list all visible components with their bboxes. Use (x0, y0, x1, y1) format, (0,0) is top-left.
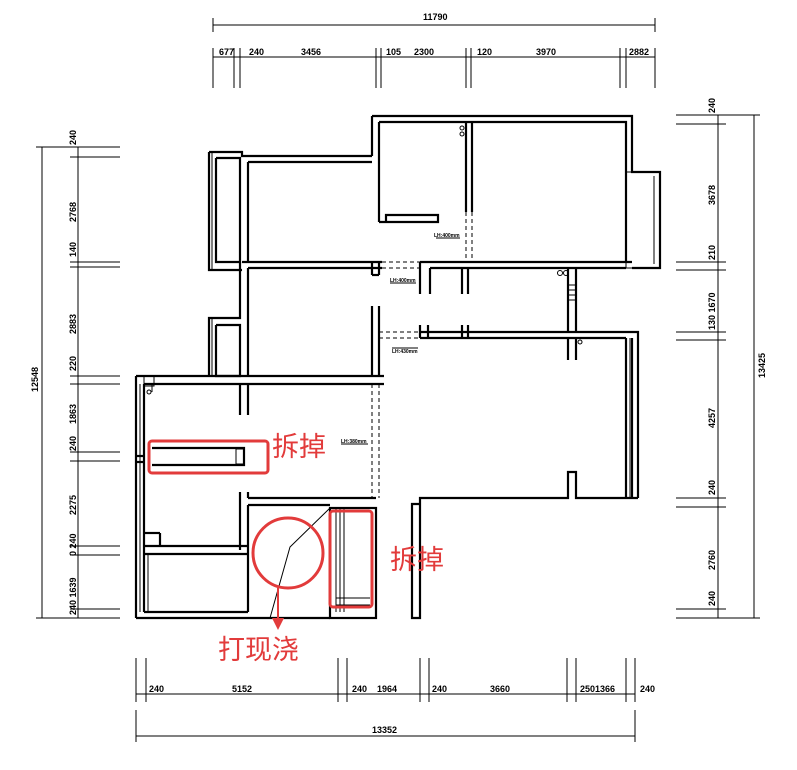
bottom-dim-6: 3660 (490, 684, 510, 694)
opening-label-2: LH:400mm (390, 278, 416, 284)
right-dim-6: 240 (707, 480, 717, 495)
bottom-dim-4: 1964 (377, 684, 397, 694)
top-total-dim: 11790 (423, 12, 448, 22)
opening-label-1: LH:400mm (434, 233, 460, 239)
opening-label-4: LH:380mm (341, 439, 367, 445)
left-dim-5: 220 (68, 356, 78, 371)
demolish-box-stair (328, 509, 374, 609)
right-dim-3: 210 (707, 245, 717, 260)
red-markup (147, 439, 374, 630)
demolish-label-2: 拆掉 (390, 545, 444, 576)
top-dim-5: 2300 (414, 47, 434, 57)
right-dim-8: 240 (707, 591, 717, 606)
left-dim-9: 0 240 (68, 533, 78, 556)
bottom-dim-5: 240 (432, 684, 447, 694)
left-dim-8: 2275 (68, 495, 78, 515)
bottom-dim-7: 2501366 (580, 684, 615, 694)
cast-in-place-circle (251, 516, 325, 590)
right-dim-2: 3678 (707, 185, 717, 205)
arrow-head-icon (272, 618, 284, 630)
bottom-dimension-chain: 240 5152 240 1964 240 3660 2501366 240 1… (135, 658, 655, 742)
right-total-dim: 13425 (757, 353, 767, 378)
cast-in-place-label: 打现浇 (218, 635, 299, 666)
bottom-total-dim: 13352 (372, 725, 397, 735)
top-dim-1: 677 (219, 47, 234, 57)
top-dim-2: 240 (249, 47, 264, 57)
bottom-dim-2: 5152 (232, 684, 252, 694)
demolish-label-1: 拆掉 (272, 432, 326, 463)
top-dimension-chain: 11790 677 240 3456 105 2300 120 3970 288… (212, 12, 656, 88)
opening-label-3: LH:430mm (392, 349, 418, 355)
right-dim-1: 240 (707, 98, 717, 113)
left-dim-6: 1863 (68, 404, 78, 424)
left-total-dim: 12548 (30, 367, 40, 392)
bottom-dim-1: 240 (149, 684, 164, 694)
top-dim-4: 105 (386, 47, 401, 57)
top-dim-6: 120 (477, 47, 492, 57)
top-dim-7: 3970 (536, 47, 556, 57)
top-dim-8: 2882 (629, 47, 649, 57)
left-dimension-chain: 12548 240 2768 140 2883 220 1863 240 227… (30, 130, 120, 619)
left-dim-1: 240 (68, 130, 78, 145)
demolish-box-counter (147, 439, 270, 475)
bottom-dim-8: 240 (640, 684, 655, 694)
left-dim-7: 240 (68, 436, 78, 451)
right-dim-4: 130 1670 (707, 292, 717, 330)
left-dim-3: 140 (68, 242, 78, 257)
right-dim-7: 2760 (707, 550, 717, 570)
dashed-openings (341, 212, 473, 498)
right-dim-5: 4257 (707, 408, 717, 428)
walls (134, 114, 662, 620)
left-dim-2: 2768 (68, 202, 78, 222)
left-dim-10: 240 1639 (68, 577, 78, 615)
left-dim-4: 2883 (68, 314, 78, 334)
right-dimension-chain: 13425 240 3678 210 130 1670 4257 240 276… (676, 98, 767, 619)
bottom-dim-3: 240 (352, 684, 367, 694)
top-dim-3: 3456 (301, 47, 321, 57)
